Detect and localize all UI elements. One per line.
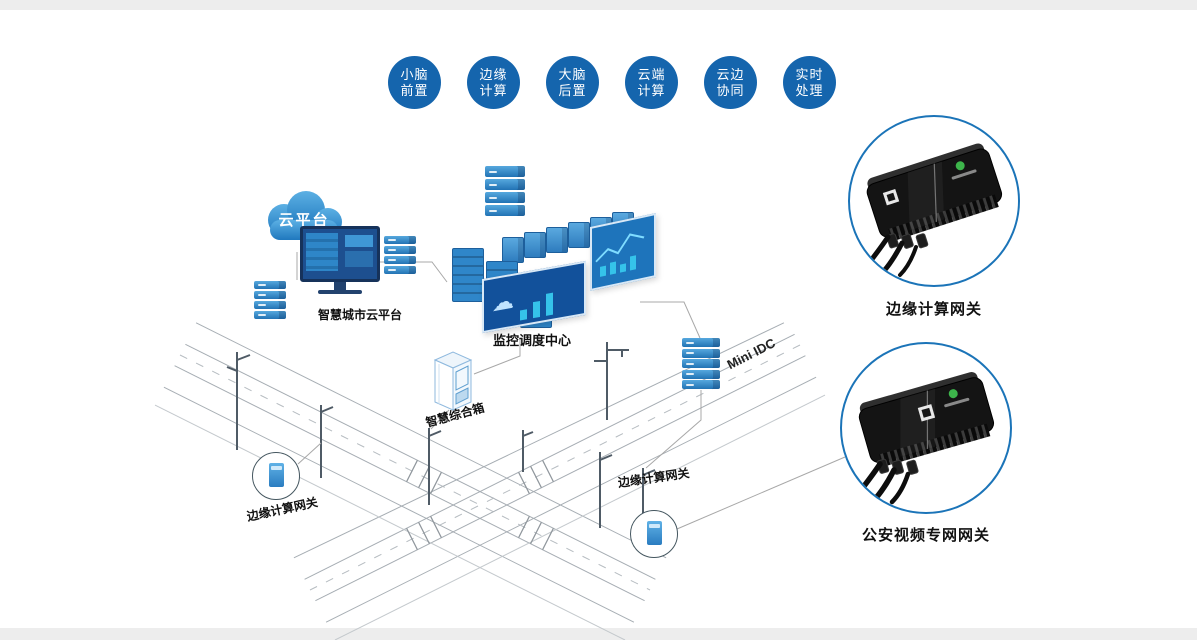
server-stack [254,281,286,321]
server-cube [568,222,590,248]
city-platform-monitor [300,226,380,294]
server-rack [452,248,484,302]
server-cube [524,232,546,258]
product-label-security-gateway: 公安视频专网网关 [861,527,990,544]
server-cube [546,227,568,253]
gateway-device-icon [646,521,662,545]
control-center-label: 监控调度中心 [493,333,572,348]
mini-idc-stack [682,338,720,391]
product-circle-security-gateway [840,342,1012,514]
feature-badge: 云边协同 [704,56,757,109]
server-cube [502,237,524,263]
cloud-label: 云平台 [278,212,330,229]
control-center-group: ☁ [440,162,675,342]
feature-badge: 边缘计算 [467,56,520,109]
server-stack [485,166,525,218]
gateway-device-icon [268,463,284,487]
edge-gateway-node-left [252,452,300,500]
edge-gateway-node-right [630,510,678,558]
edge-gateway-device-icon [863,143,1003,277]
feature-badge: 实时处理 [783,56,836,109]
feature-badge: 大脑后置 [546,56,599,109]
security-gateway-device-icon [855,372,995,505]
cloud-glyph-icon: ☁ [492,287,514,317]
feature-badges-row: 小脑前置 边缘计算 大脑后置 云端计算 云边协同 实时处理 [388,56,836,109]
city-platform-label: 智慧城市云平台 [318,308,403,322]
chart-screen [590,212,656,292]
feature-badge: 小脑前置 [388,56,441,109]
monitor-screen [300,226,380,282]
feature-badge: 云端计算 [625,56,678,109]
server-stack [384,236,416,276]
product-label-edge-gateway: 边缘计算网关 [885,301,982,318]
product-circle-edge-gateway [848,115,1020,287]
